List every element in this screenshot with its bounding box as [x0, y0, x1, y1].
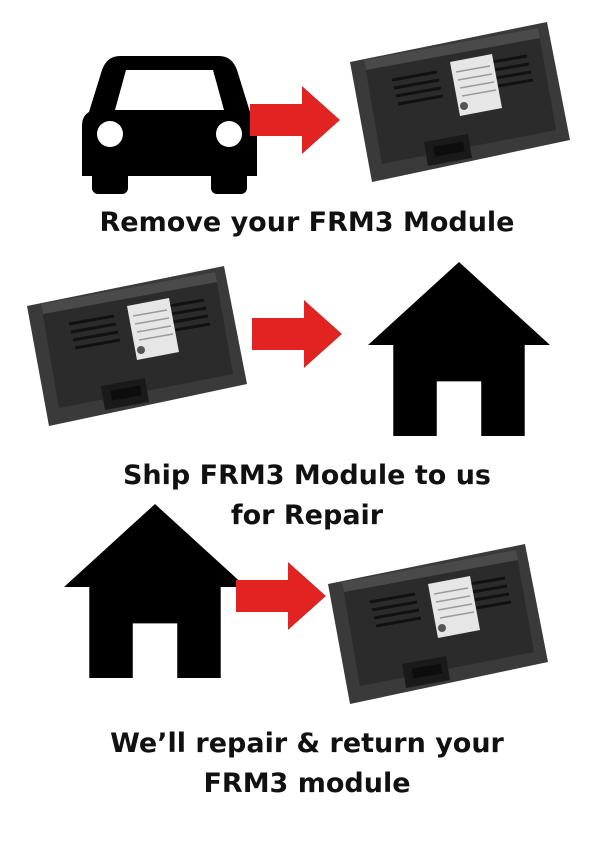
frm3-module-image — [342, 20, 572, 184]
house-icon — [64, 504, 246, 678]
arrow-icon — [234, 562, 330, 632]
house-icon — [368, 262, 550, 436]
step-caption: We’ll repair & return your FRM3 module — [110, 728, 504, 799]
arrow-icon — [250, 86, 342, 156]
frm3-module-image — [320, 542, 550, 706]
step-caption: Ship FRM3 Module to us for Repair — [122, 460, 492, 531]
frm3-module-image — [14, 264, 254, 428]
arrow-icon — [250, 300, 346, 370]
step-caption: Remove your FRM3 Module — [99, 207, 515, 238]
car-icon — [82, 56, 257, 194]
